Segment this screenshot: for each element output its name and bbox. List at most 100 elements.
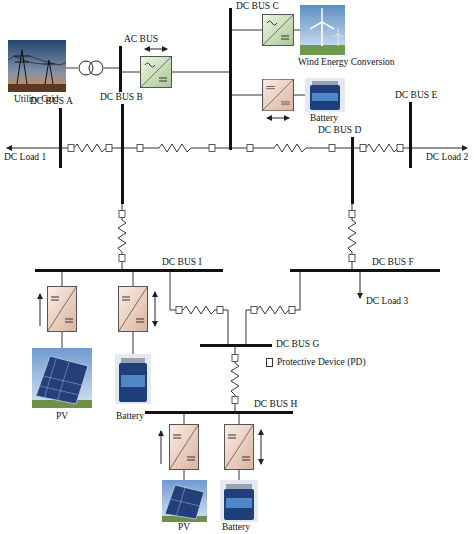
transformer-coil: [89, 61, 103, 75]
battery-background: [305, 78, 345, 112]
bus-label: AC BUS: [124, 34, 158, 45]
pv-image: PV: [32, 348, 92, 408]
solar-panel: [36, 356, 88, 404]
bus-label: PV: [178, 522, 190, 533]
bus-label: DC BUS D: [318, 125, 361, 136]
load-label: DC Load 1: [4, 152, 46, 163]
resistor-symbol: [257, 305, 289, 315]
dc-bus-bar: DC BUS A: [59, 108, 62, 168]
bus-line: [246, 272, 300, 344]
turbine-blade: [310, 22, 322, 29]
turbine-blade: [338, 34, 343, 37]
dc-bus-bar: DC BUS I: [35, 269, 223, 272]
bus-label: DC BUS H: [254, 399, 297, 410]
dc-dc-converter: [263, 79, 294, 110]
resistor-symbol: [183, 305, 215, 315]
solar-panel: [165, 485, 204, 519]
sky: [32, 348, 92, 408]
battery-body: [310, 85, 340, 110]
battery-background: [220, 480, 258, 522]
protective-device: [232, 397, 238, 404]
protective-device: [349, 211, 355, 218]
battery-stripe: [226, 498, 252, 508]
resistor-symbol: [159, 143, 191, 153]
power-flow-arrow: [261, 430, 262, 464]
dc-bus-bar: DC BUS H: [145, 411, 293, 414]
pv-picture: [32, 348, 92, 408]
power-flow-arrow: [267, 118, 289, 119]
dc-bus-bar: DC BUS D: [351, 137, 354, 204]
battery-image: Battery: [305, 78, 345, 112]
protective-device: [176, 307, 182, 314]
bus-label: DC BUS E: [395, 90, 437, 101]
bus-label: Wind Energy Conversion: [298, 57, 395, 68]
load-arrow: [412, 148, 467, 149]
sky: [300, 5, 345, 55]
ac-dc-converter: [141, 57, 172, 88]
sky: [8, 40, 66, 92]
bus-label: PV: [56, 411, 68, 422]
protective-device: [119, 255, 125, 262]
bus-label: DC BUS I: [162, 257, 202, 268]
bus-label: DC BUS F: [372, 257, 414, 268]
bus-label: Battery: [222, 522, 250, 533]
protective-device: [349, 255, 355, 262]
turbine-blade: [333, 34, 338, 37]
battery-picture: [115, 354, 151, 404]
battery-background: [115, 354, 151, 404]
resistor-symbol: [74, 143, 106, 153]
legend-sample: [266, 358, 273, 367]
resistor-symbol: [347, 220, 357, 252]
load-arrow: [7, 148, 59, 149]
bus-label: DC BUS G: [276, 339, 319, 350]
dc-bus-bar: DC BUS C: [229, 8, 232, 150]
legend-row: Protective Device (PD): [266, 357, 366, 368]
bus-label: Battery: [116, 411, 144, 422]
dc-bus-bar: DC BUS B: [121, 104, 124, 204]
dc-bus-bar: DC BUS G: [200, 344, 272, 347]
sky: [162, 480, 207, 522]
battery-stripe: [121, 375, 145, 387]
ground: [300, 45, 345, 55]
protective-device: [209, 145, 215, 152]
pylon-arm: [14, 56, 30, 57]
bus-label: Battery: [310, 113, 338, 124]
resistor-symbol: [366, 143, 398, 153]
power-wire: [8, 56, 66, 65]
load-arrow: [360, 272, 361, 298]
turbine-blade: [321, 8, 323, 22]
dc-dc-converter: [225, 425, 254, 470]
dc-dc-converter: [170, 425, 199, 470]
dc-bus-bar: DC BUS F: [290, 269, 440, 272]
pv-picture: [162, 480, 207, 522]
protective-device: [232, 355, 238, 362]
legend-text: Protective Device (PD): [277, 357, 366, 368]
turbine-blade: [322, 22, 334, 29]
bus-label: DC BUS A: [30, 96, 73, 107]
protective-device: [247, 145, 253, 152]
resistor-symbol: [117, 220, 127, 252]
protective-device: [68, 145, 74, 152]
battery-body: [119, 363, 147, 402]
utility-grid-picture: [8, 40, 66, 92]
turbine-blade: [338, 28, 339, 34]
protective-device: [251, 307, 257, 314]
turbine-tower: [338, 34, 339, 46]
power-flow-arrow: [155, 292, 156, 326]
dc-bus-bar: DC BUS E: [409, 102, 412, 168]
protective-device: [119, 211, 125, 218]
load-label: DC Load 3: [366, 296, 408, 307]
battery-picture: [220, 480, 258, 522]
bus-label: DC BUS C: [236, 1, 279, 12]
panel-grid: [170, 488, 200, 517]
wind-image: Wind Energy Conversion: [300, 5, 345, 55]
transformer-backing: [78, 60, 104, 76]
protective-device: [397, 145, 403, 152]
protective-device: [360, 145, 366, 152]
bus-line: [170, 272, 228, 344]
resistor-symbol: [230, 363, 240, 395]
wind-turbine-picture: [300, 5, 345, 55]
protective-device: [329, 145, 335, 152]
pv-image: PV: [162, 480, 207, 522]
